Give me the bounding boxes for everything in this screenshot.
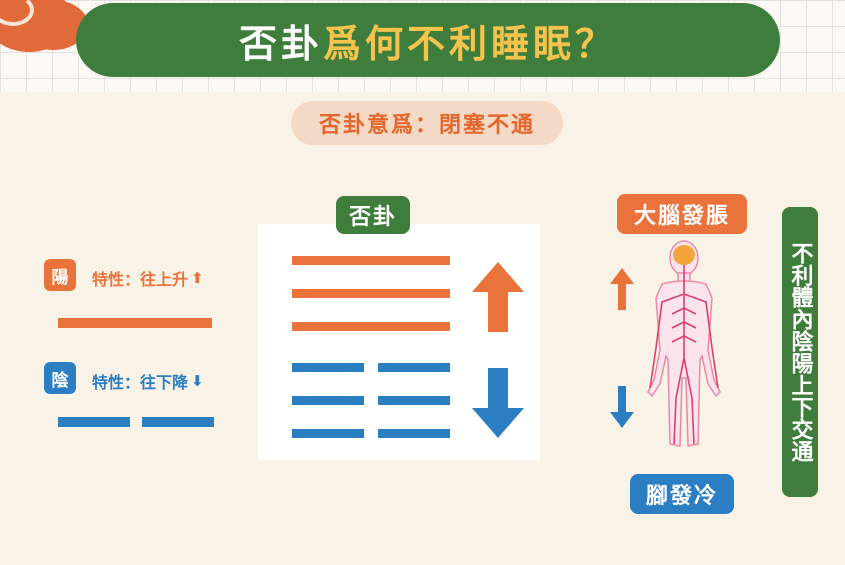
- title-part-hexagram: 否卦: [238, 21, 323, 66]
- hexagram-yang-line-3: [292, 322, 450, 331]
- hexagram-label: 否卦: [336, 196, 410, 234]
- brain-swelling-label: 大腦發脹: [617, 194, 747, 234]
- yin-line-sample-right: [142, 417, 214, 427]
- yang-tag: 陽: [44, 259, 76, 291]
- yang-line-sample: [58, 318, 212, 328]
- arrow-up-icon: [472, 262, 524, 332]
- arrow-up-icon: ⬆: [191, 269, 204, 287]
- yin-trait: 特性：往下降 ⬇: [92, 369, 204, 393]
- hexagram-yin-line-2-right: [378, 396, 450, 405]
- cold-feet-label: 腳發冷: [630, 474, 734, 514]
- subtitle: 否卦意爲：閉塞不通: [291, 101, 563, 145]
- arrow-down-icon: [472, 368, 524, 438]
- hexagram-yin-line-1-left: [292, 363, 364, 372]
- small-arrow-down-icon: [610, 386, 634, 428]
- yang-trait-text: 特性：往上升: [92, 270, 189, 289]
- hexagram-yin-line-3-left: [292, 429, 364, 438]
- small-arrow-up-icon: [610, 268, 634, 310]
- arrow-down-icon: ⬇: [191, 372, 204, 390]
- yang-trait: 特性：往上升 ⬆: [92, 266, 204, 290]
- side-label: 不利體內陰陽上下交通: [782, 207, 818, 497]
- yin-tag: 陰: [44, 362, 76, 394]
- hexagram-yin-line-1-right: [378, 363, 450, 372]
- hexagram-yin-line-3-right: [378, 429, 450, 438]
- hexagram-yin-line-2-left: [292, 396, 364, 405]
- title-part-question: 爲何不利睡眠？: [323, 21, 618, 66]
- human-nervous-system-icon: [647, 240, 721, 447]
- hexagram-yang-line-2: [292, 289, 450, 298]
- hexagram-yang-line-1: [292, 256, 450, 265]
- page-title: 否卦 爲何不利睡眠？: [76, 3, 780, 77]
- yin-trait-text: 特性：往下降: [92, 373, 189, 392]
- yin-line-sample-left: [58, 417, 130, 427]
